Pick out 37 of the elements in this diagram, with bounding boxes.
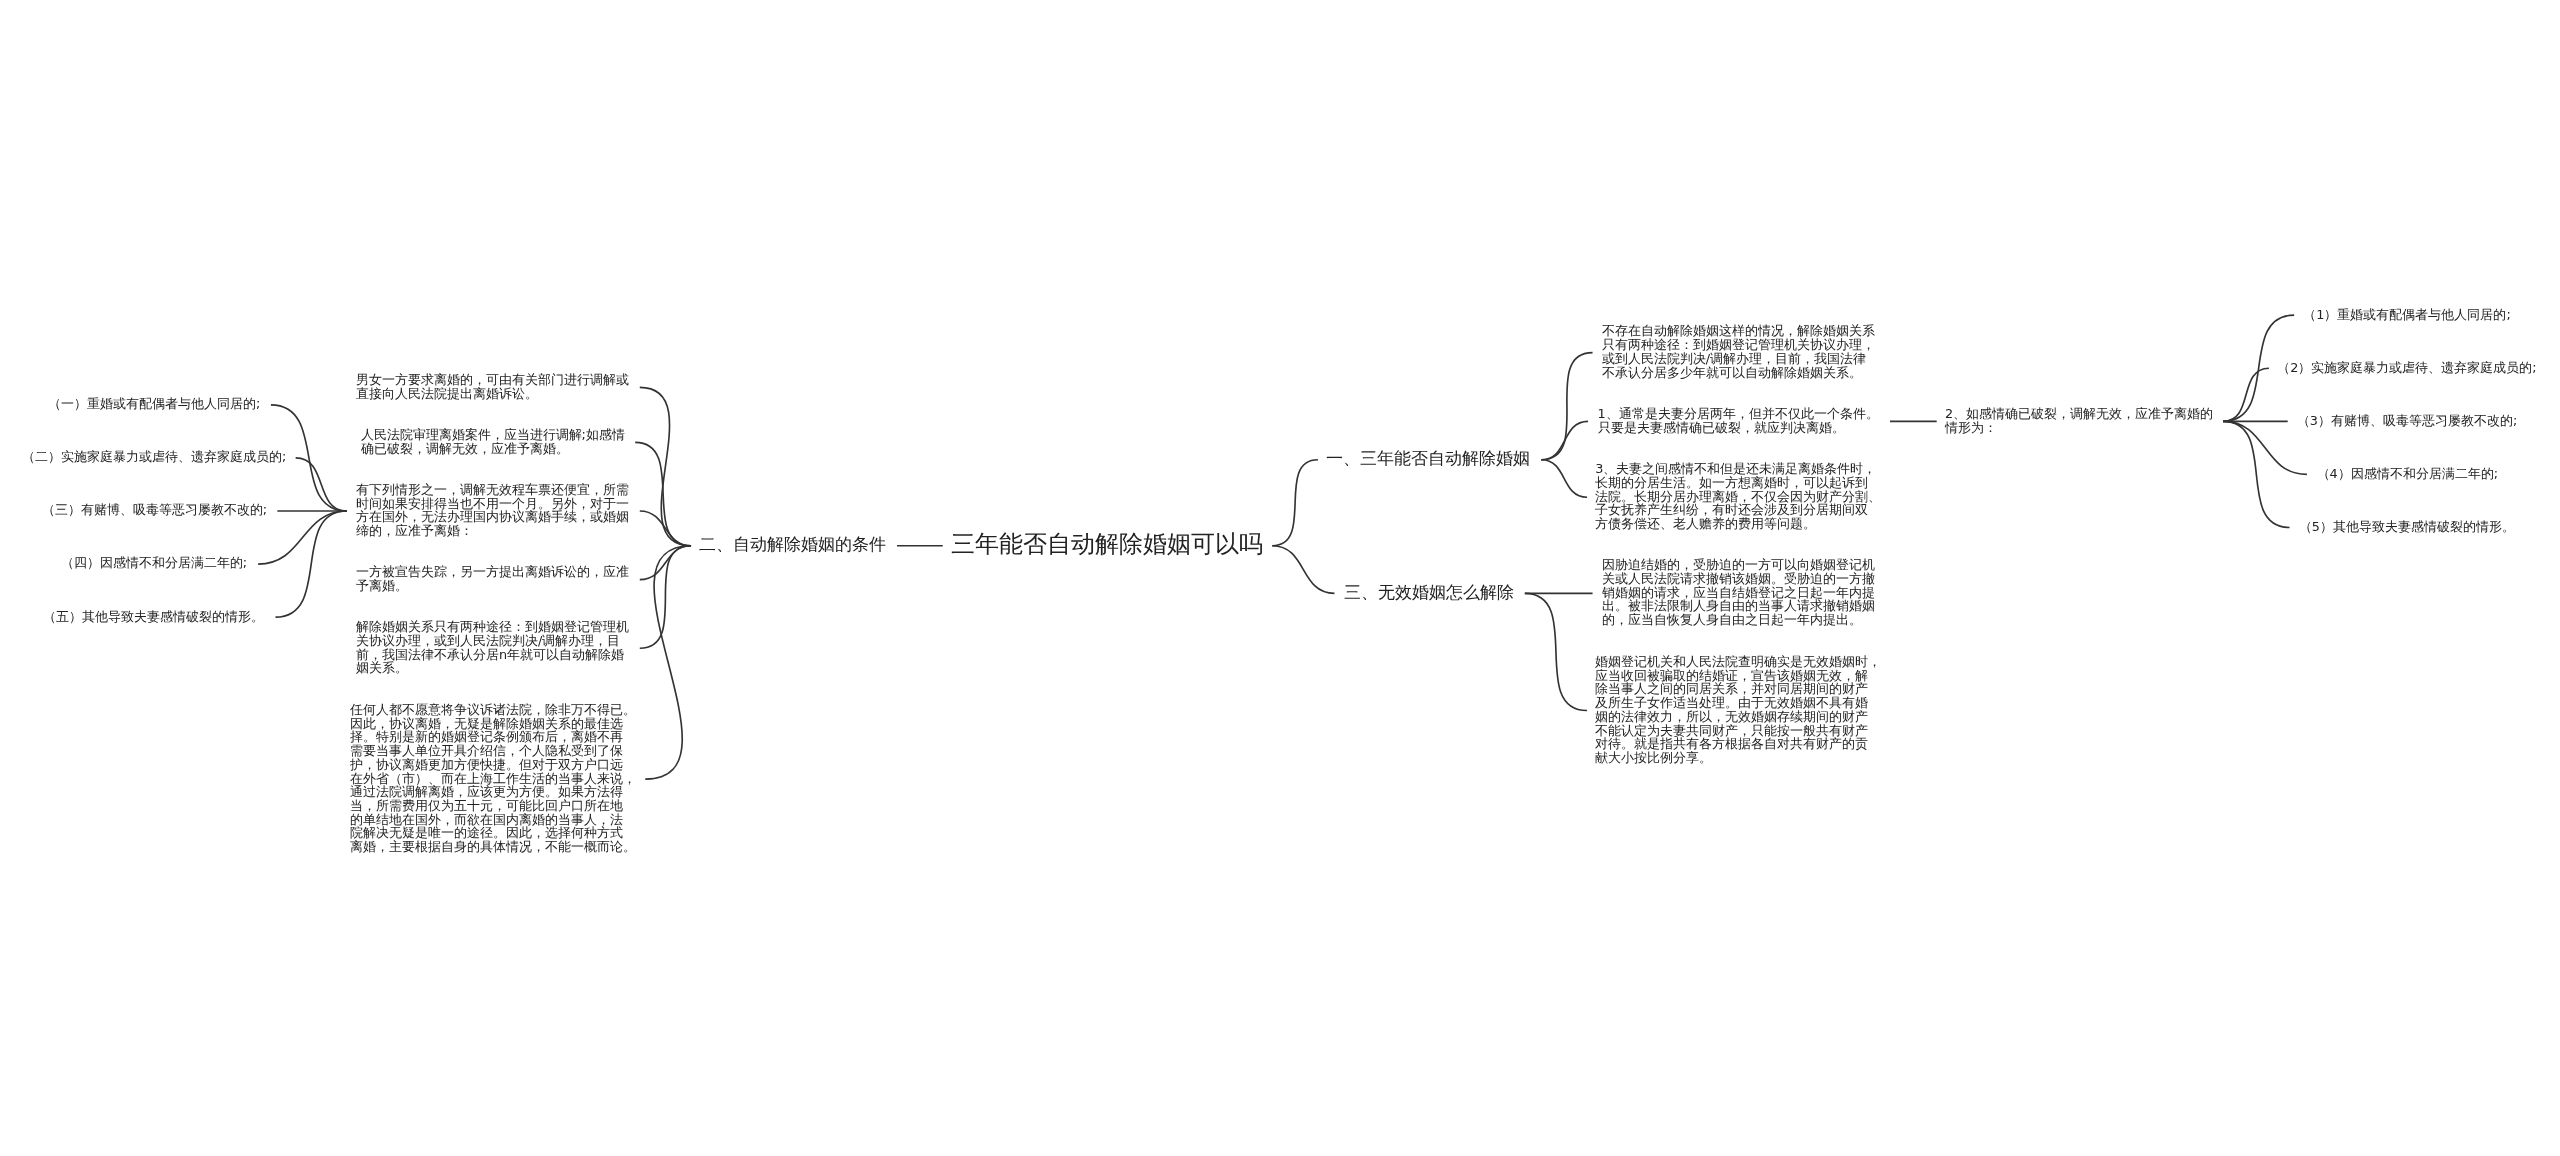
node-text: 一、三年能否自动解除婚姻 xyxy=(1326,447,1531,468)
node-text: 三年能否自动解除婚姻可以吗 xyxy=(950,529,1263,558)
connector xyxy=(1540,458,1588,498)
node-text: （三）有赌博、吸毒等恶习屡教不改的; xyxy=(41,501,267,517)
connector xyxy=(274,509,348,618)
node-text: （二）实施家庭暴力或虐待、遗弃家庭成员的; xyxy=(21,448,287,464)
node-text: （1）重婚或有配偶者与他人同居的; xyxy=(2303,306,2511,322)
node-text: （4）因感情不和分居满二年的; xyxy=(2316,465,2498,481)
connector xyxy=(2222,420,2308,475)
node-text: （2）实施家庭暴力或虐待、遗弃家庭成员的; xyxy=(2277,359,2537,375)
node-text: （四）因感情不和分居满二年的; xyxy=(60,554,248,570)
node-text: 人民法院审理离婚案件，应当进行调解;如感情确已破裂，调解无效，应准予离婚。 xyxy=(360,426,625,456)
node-text: 任何人都不愿意将争议诉诸法院，除非万不得已。因此，协议离婚，无疑是解除婚姻关系的最佳选择。特别是新的婚姻登记条例颁布后，离婚不再需要当事人单位开具介绍信，个人隐私受到了保护，协议离婚更加方便快捷。但对于双方户口远在外省（市）、而在上海工作生活的当事人来说，通过法院调解离婚，应该更为方便。如果方法得当，所需费用仅为五十元，可能比回户口所在地的单结地在国外，而欲在国内离婚的当事人，法院解决无疑是唯一的途径。因此，选择何种方式离婚，主要根据自身的具体情况，不能一概而论。 xyxy=(349,701,636,854)
connector xyxy=(896,544,944,547)
node-text: 2、如感情确已破裂，调解无效，应准予离婚的情形为： xyxy=(1944,405,2214,435)
node-text: 婚姻登记机关和人民法院查明确实是无效婚姻时，应当收回被骗取的结婚证，宣告该婚姻无效，解除当事人之间的同居关系，并对同居期间的财产及所生子女作适当处理。由于无效婚姻不具有婚姻的法律效力，所以，无效婚姻存续期间的财产不能认定为夫妻共同财产，只能按一般共有财产对待。就是指共有各方根据各自对共有财产的贡献大小按比例分享。 xyxy=(1595,653,1882,765)
node-text: 因胁迫结婚的，受胁迫的一方可以向婚姻登记机关或人民法院请求撤销该婚姻。受胁迫的一方撤销婚姻的请求，应当自结婚登记之日起一年内提出。被非法限制人身自由的当事人请求撤销婚姻的，应当自恢复人身自由之日起一年内提出。 xyxy=(1601,556,1875,627)
connector xyxy=(2222,420,2291,528)
node-text: 有下列情形之一，调解无效程车票还便宜，所需时间如果安排得当也不用一个月。另外，对于一方在国外，无法办理国内协议离婚手续，或婚姻缔的，应准予离婚： xyxy=(356,481,630,538)
node-text: 1、通常是夫妻分居两年，但并不仅此一个条件。只要是夫妻感情确已破裂，就应判决离婚。 xyxy=(1597,405,1879,435)
node-text: （五）其他导致夫妻感情破裂的情形。 xyxy=(43,608,265,624)
node-text: （一）重婚或有配偶者与他人同居的; xyxy=(48,395,261,411)
node-text: （3）有赌博、吸毒等恶习屡教不改的; xyxy=(2296,412,2518,428)
node-text: （5）其他导致夫妻感情破裂的情形。 xyxy=(2298,518,2515,534)
node-text: 3、夫妻之间感情不和但是还未满足离婚条件时，长期的分居生活。如一方想离婚时，可以起诉到法院。长期分居办理离婚，不仅会因为财产分割、子女抚养产生纠纷，有时还会涉及到分居期间双方债务偿还、老人赡养的费用等问题。 xyxy=(1595,460,1882,531)
connector xyxy=(644,544,692,780)
node-text: 解除婚姻关系只有两种途径：到婚姻登记管理机关协议办理，或到人民法院判决/调解办理，目前，我国法律不承认分居n年就可以自动解除婚姻关系。 xyxy=(356,618,630,675)
connector xyxy=(2222,420,2289,422)
connector xyxy=(1524,592,1588,711)
connector xyxy=(2222,313,2295,422)
node-text: 二、自动解除婚姻的条件 xyxy=(699,533,887,554)
node-text: 三、无效婚姻怎么解除 xyxy=(1343,581,1514,602)
connector xyxy=(1889,420,1938,422)
node-text: 男女一方要求离婚的，可由有关部门进行调解或直接向人民法院提出离婚诉讼。 xyxy=(356,371,630,401)
connector xyxy=(1271,544,1336,594)
node-text: 一方被宣告失踪，另一方提出离婚诉讼的，应准予离婚。 xyxy=(356,563,630,593)
node-text: 不存在自动解除婚姻这样的情况，解除婚姻关系只有两种途径：到婚姻登记管理机关协议办理，或到人民法院判决/调解办理，目前，我国法律不承认分居多少年就可以自动解除婚姻关系。 xyxy=(1601,322,1875,380)
